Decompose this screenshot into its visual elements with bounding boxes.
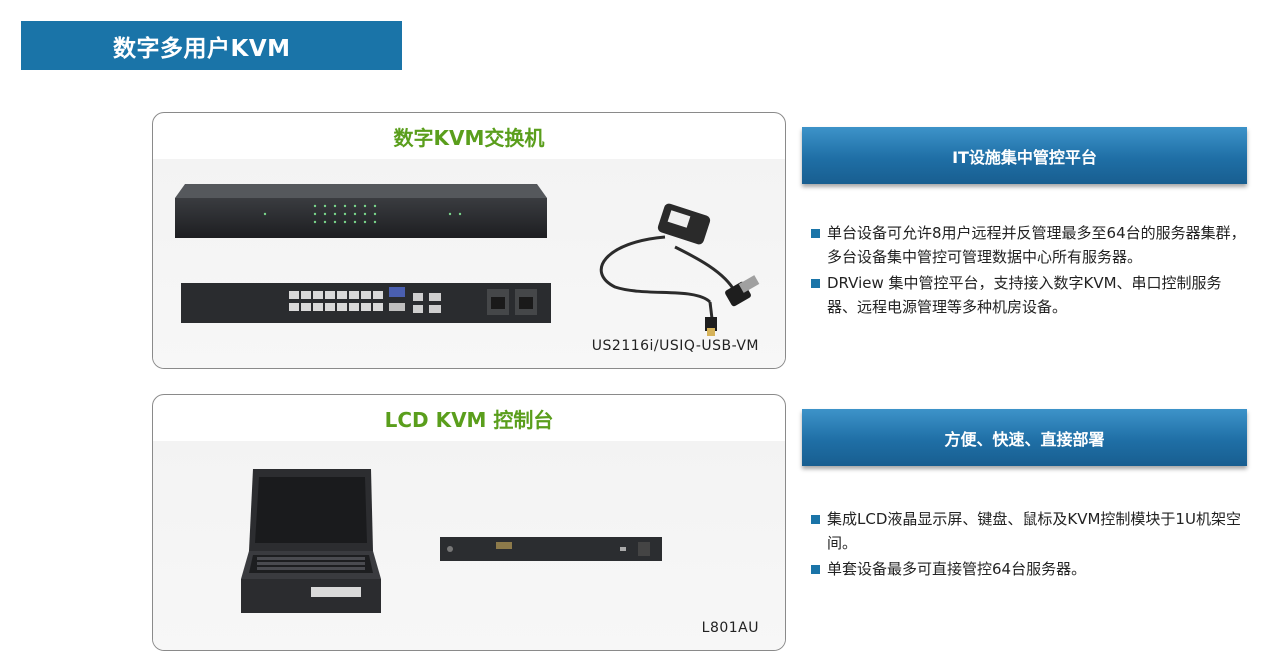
bullet-square-icon xyxy=(811,229,820,238)
it-platform-bullets: 单台设备可允许8用户远程并反管理最多至64台的服务器集群，多台设备集中管控可管理… xyxy=(811,221,1251,321)
deployment-header-text: 方便、快速、直接部署 xyxy=(944,429,1105,449)
page-banner: 数字多用户KVM xyxy=(21,21,402,70)
kvm-switch-rear-image xyxy=(181,283,551,323)
bullet-text: 单台设备可允许8用户远程并反管理最多至64台的服务器集群，多台设备集中管控可管理… xyxy=(827,224,1246,266)
bullet-text: DRView 集中管控平台，支持接入数字KVM、串口控制服务器、远程电源管理等多… xyxy=(827,274,1222,316)
list-item: DRView 集中管控平台，支持接入数字KVM、串口控制服务器、远程电源管理等多… xyxy=(811,271,1251,319)
list-item: 单台设备可允许8用户远程并反管理最多至64台的服务器集群，多台设备集中管控可管理… xyxy=(811,221,1251,269)
bullet-square-icon xyxy=(811,279,820,288)
bullet-square-icon xyxy=(811,515,820,524)
deployment-header: 方便、快速、直接部署 xyxy=(802,409,1247,466)
kvm-switch-image-area: US2116i/USIQ-USB-VM xyxy=(153,159,785,368)
lcd-kvm-rear-image xyxy=(440,537,662,561)
usiq-cable-image xyxy=(599,203,760,336)
list-item: 集成LCD液晶显示屏、键盘、鼠标及KVM控制模块于1U机架空间。 xyxy=(811,507,1251,555)
kvm-switch-front-image xyxy=(175,184,547,238)
it-platform-header: IT设施集中管控平台 xyxy=(802,127,1247,184)
bullet-square-icon xyxy=(811,565,820,574)
kvm-switch-caption: US2116i/USIQ-USB-VM xyxy=(591,338,759,354)
it-platform-header-text: IT设施集中管控平台 xyxy=(952,147,1097,167)
deployment-bullets: 集成LCD液晶显示屏、键盘、鼠标及KVM控制模块于1U机架空间。 单套设备最多可… xyxy=(811,507,1251,583)
kvm-switch-card: 数字KVM交换机 xyxy=(152,112,786,369)
lcd-kvm-caption: L801AU xyxy=(701,620,759,636)
kvm-switch-card-title: 数字KVM交换机 xyxy=(393,125,545,150)
list-item: 单套设备最多可直接管控64台服务器。 xyxy=(811,557,1251,581)
bullet-text: 单套设备最多可直接管控64台服务器。 xyxy=(827,560,1087,578)
lcd-console-image xyxy=(241,469,381,613)
lcd-kvm-image-area: L801AU xyxy=(153,441,785,650)
banner-title: 数字多用户KVM xyxy=(113,35,291,62)
lcd-kvm-card: LCD KVM 控制台 L801AU xyxy=(152,394,786,651)
bullet-text: 集成LCD液晶显示屏、键盘、鼠标及KVM控制模块于1U机架空间。 xyxy=(827,510,1241,552)
lcd-kvm-card-title: LCD KVM 控制台 xyxy=(384,407,554,432)
